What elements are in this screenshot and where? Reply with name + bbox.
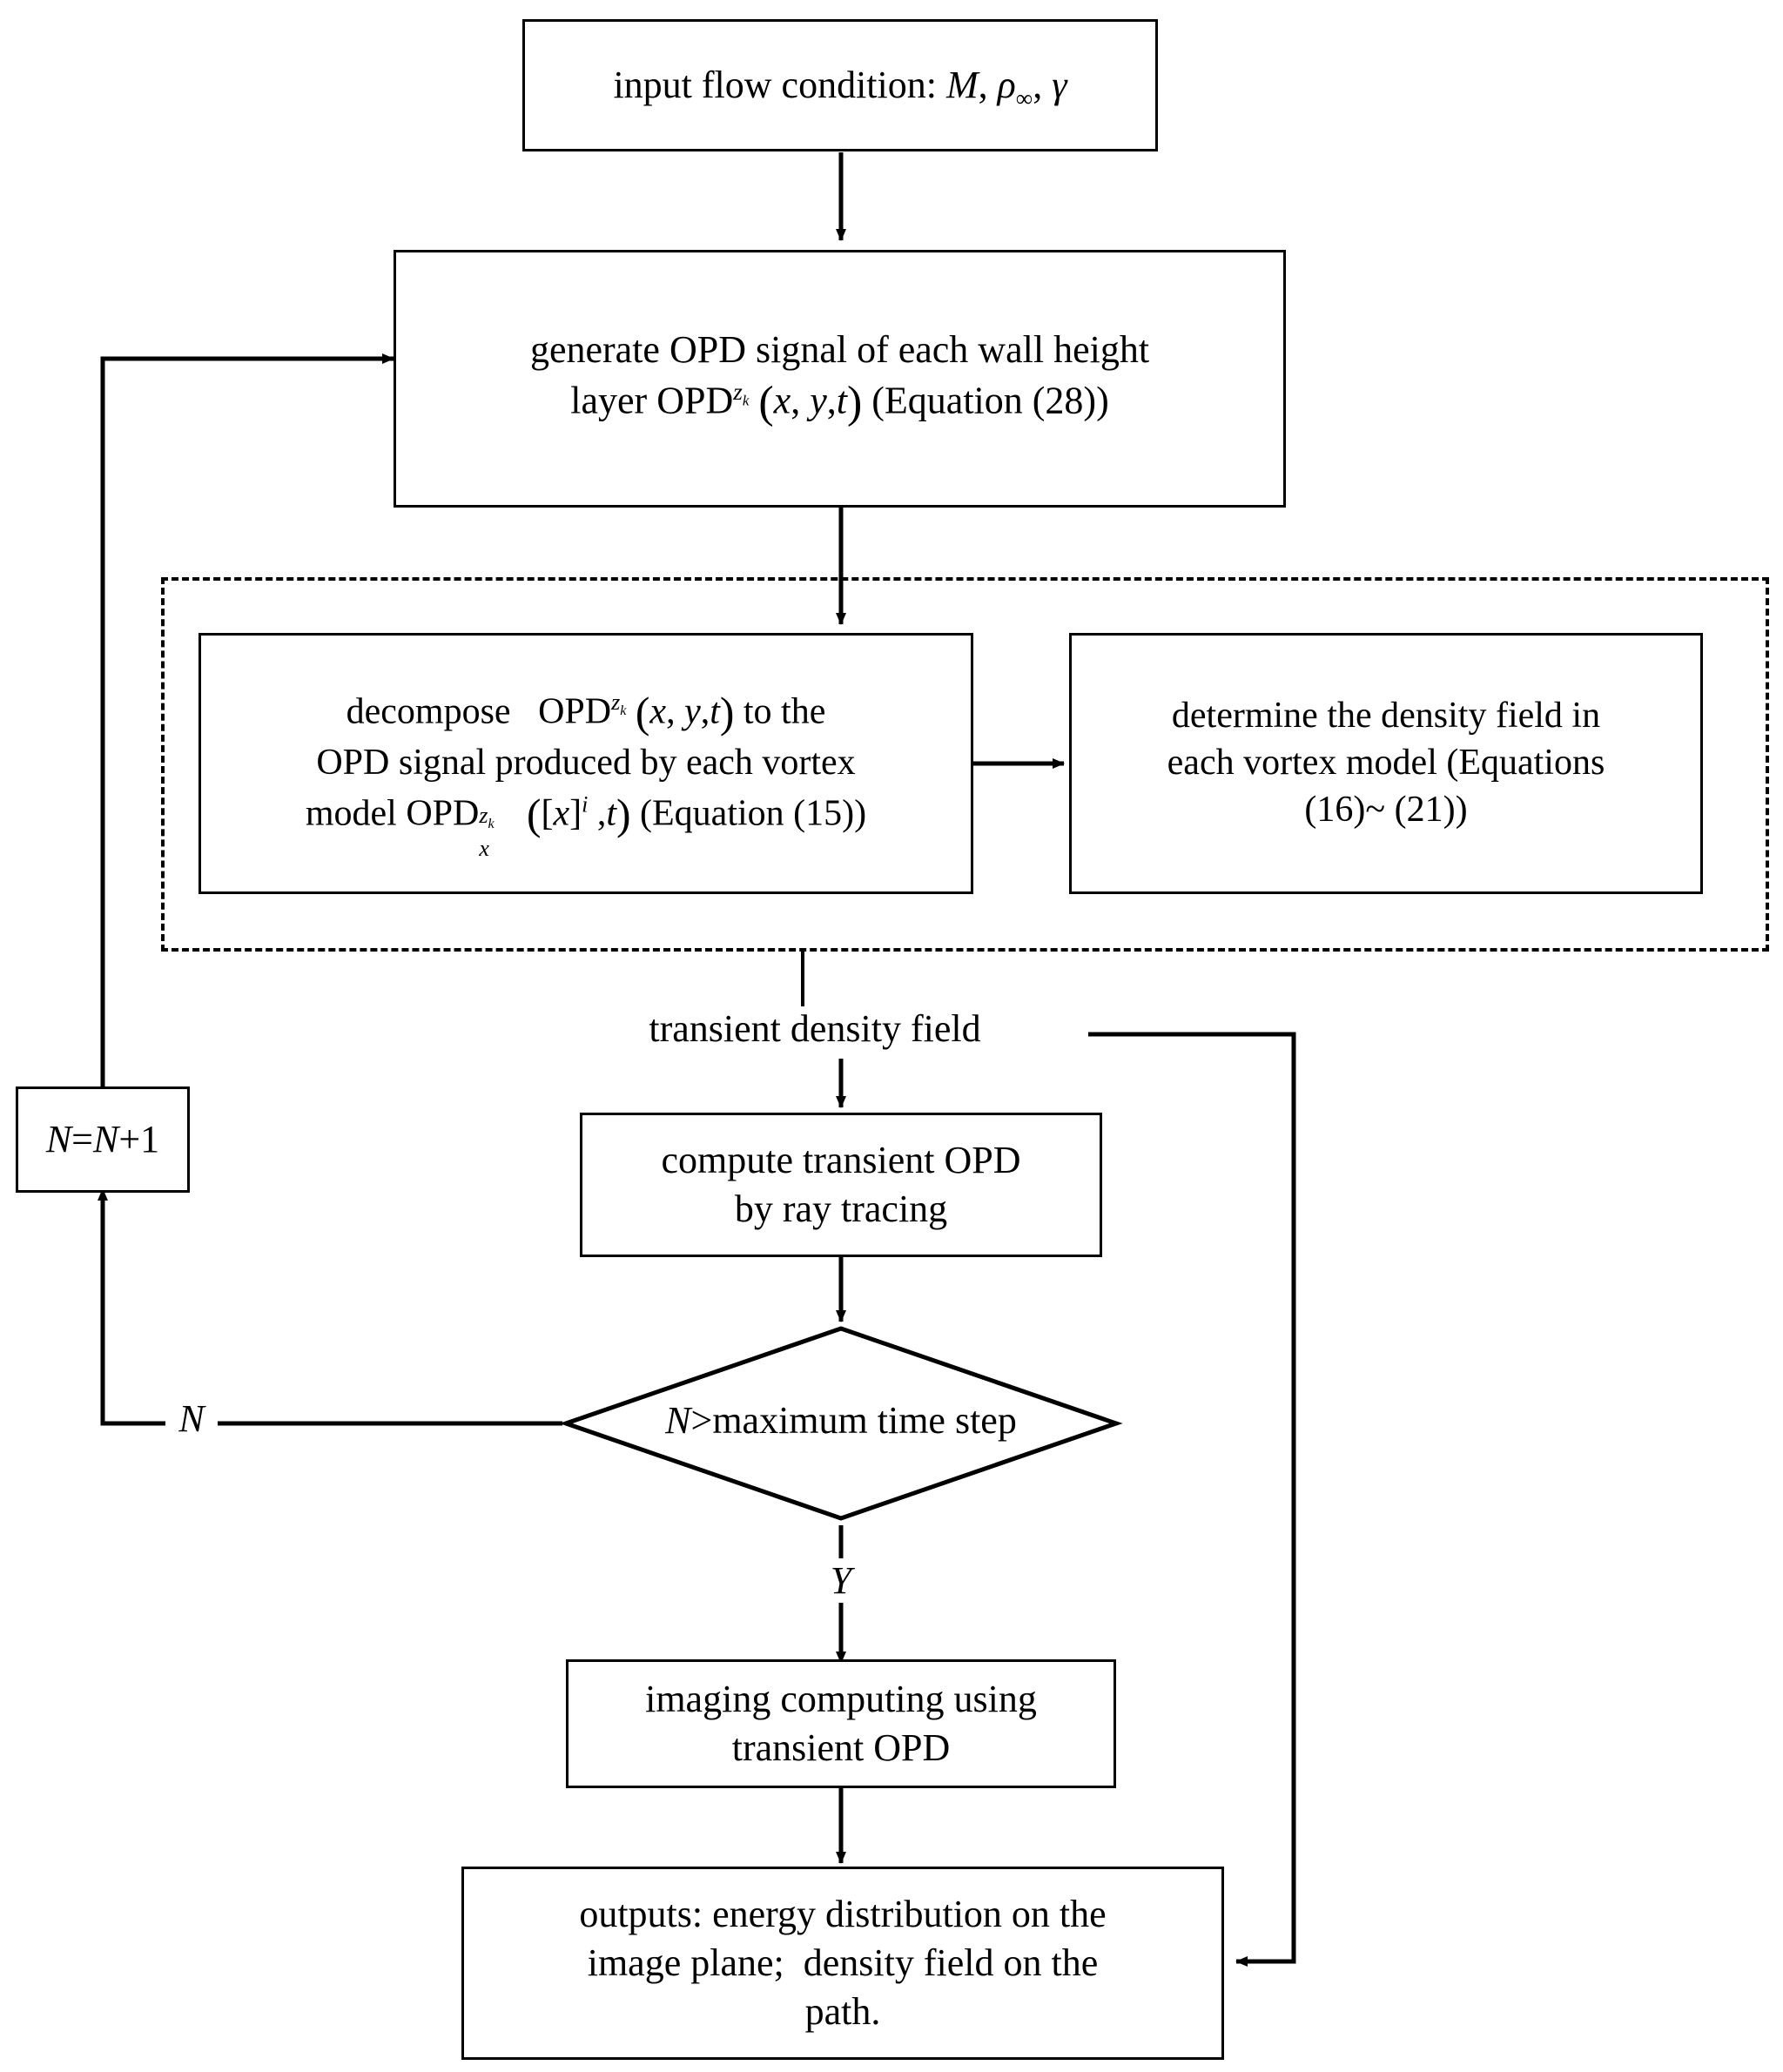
node-input-flow-condition-text: input flow condition: M, ρ∞, γ bbox=[613, 63, 1067, 111]
node-generate-opd[interactable]: generate OPD signal of each wall height … bbox=[394, 250, 1286, 508]
node-generate-opd-text: generate OPD signal of each wall height … bbox=[529, 327, 1150, 427]
edge-label-yes-branch: Y bbox=[815, 1558, 867, 1603]
dashed-subprocess-group bbox=[161, 577, 1769, 952]
node-input-flow-condition[interactable]: input flow condition: M, ρ∞, γ bbox=[522, 19, 1158, 151]
node-counter-increment[interactable]: N=N+1 bbox=[16, 1086, 190, 1193]
edge-density-label-to-outputs bbox=[1088, 1032, 1296, 1967]
node-determine-density-field[interactable]: determine the density field in each vort… bbox=[1069, 633, 1703, 894]
node-decision-label[interactable]: N>maximum time step bbox=[580, 1398, 1102, 1443]
node-decompose-opd-text: decompose OPDzk (x, y,t) to the OPD sign… bbox=[305, 688, 867, 862]
edge-label-transient-density-field: transient density field bbox=[597, 1006, 1033, 1051]
node-counter-increment-text: N=N+1 bbox=[45, 1117, 160, 1160]
node-determine-density-field-text: determine the density field in each vort… bbox=[1167, 696, 1605, 830]
edge-label-no-branch: N bbox=[165, 1396, 218, 1441]
node-outputs[interactable]: outputs: energy distribution on the imag… bbox=[461, 1867, 1224, 2060]
edge-decision-no-to-counter bbox=[98, 1188, 562, 1426]
node-decision-text: N>maximum time step bbox=[665, 1399, 1017, 1442]
node-outputs-text: outputs: energy distribution on the imag… bbox=[579, 1892, 1107, 2034]
node-decompose-opd[interactable]: decompose OPDzk (x, y,t) to the OPD sign… bbox=[198, 633, 973, 894]
